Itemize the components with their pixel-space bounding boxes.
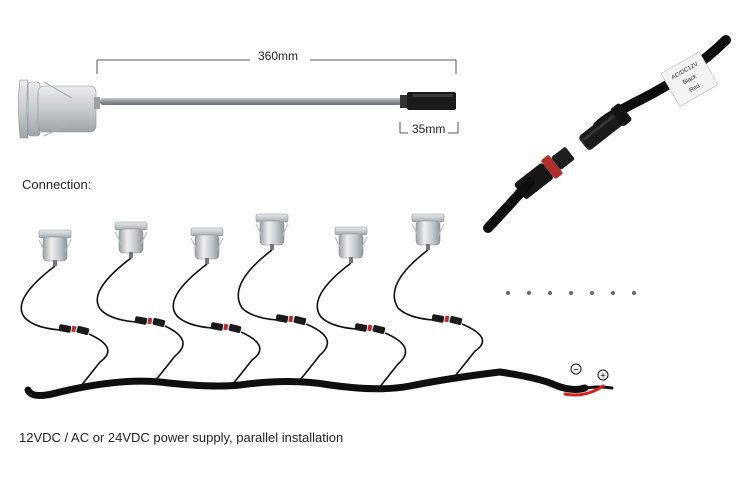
dc-connector [400, 92, 456, 110]
light-drop-wire [231, 331, 261, 386]
connector-seal [444, 315, 450, 323]
cable [100, 98, 402, 105]
spring-clip [114, 231, 148, 245]
connector-length-dimension [399, 122, 459, 134]
spring-clip [411, 223, 445, 237]
spring-clip [255, 223, 289, 237]
svg-text:−: − [573, 365, 579, 376]
connector-length-label: 35mm [412, 122, 446, 136]
light-lead-wire [316, 262, 357, 330]
connector-seal [71, 325, 77, 333]
svg-text:+: + [600, 371, 606, 382]
overall-length-label: 360mm [258, 49, 299, 63]
cable-gland [129, 252, 133, 258]
inline-connector [449, 315, 463, 326]
continuation-dots [506, 291, 636, 295]
spotlight-body [194, 234, 220, 260]
spotlight-unit [96, 221, 184, 382]
cable-gland [426, 244, 430, 250]
female-connector [579, 103, 632, 150]
spotlight-unit [20, 229, 109, 388]
cable-gland [53, 260, 57, 266]
cable-gland [205, 258, 209, 264]
product-drawing [18, 59, 459, 139]
connection-diagram: − + [20, 213, 636, 399]
inline-connector [76, 325, 90, 336]
inline-connector [152, 317, 166, 328]
light-drop-wire [79, 333, 109, 388]
spotlight-body [118, 228, 144, 254]
spotlight-unit [316, 226, 407, 390]
light-drop-wire [154, 325, 184, 382]
positive-terminal: + [597, 369, 609, 382]
svg-text:Red: Red [689, 83, 702, 94]
light-lead-wire [20, 265, 61, 331]
light-lead-wire [96, 257, 137, 323]
cable-gland [349, 257, 353, 263]
spring-clip [190, 237, 224, 251]
spring-clip [334, 236, 368, 250]
inline-connector [58, 324, 72, 333]
connector-seal [147, 317, 153, 325]
negative-terminal: − [570, 363, 582, 376]
positive-lead [563, 384, 605, 397]
spotlight-unit [172, 227, 261, 386]
spotlight-body [42, 236, 68, 262]
inline-connector [293, 315, 307, 326]
connection-title: Connection: [22, 177, 92, 192]
spotlight-unit [393, 213, 484, 377]
connector-seal [367, 324, 373, 332]
inline-connector [372, 324, 386, 335]
spring-clip [38, 239, 72, 253]
inline-connector [228, 323, 242, 334]
light-lead-wire [237, 249, 278, 321]
cable-gland [270, 244, 274, 250]
spotlight-side-view [18, 79, 100, 139]
inline-connector [354, 323, 368, 332]
light-drop-wire [299, 323, 329, 381]
inline-connector [210, 322, 224, 331]
installation-caption: 12VDC / AC or 24VDC power supply, parall… [19, 430, 344, 445]
light-drop-wire [377, 332, 407, 390]
spotlight-body [415, 220, 441, 246]
inline-connector [275, 314, 289, 323]
connector-seal [288, 315, 294, 323]
connector-seal [223, 323, 229, 331]
spotlight-body [338, 233, 364, 259]
overall-length-dimension [96, 59, 457, 74]
connector-closeup: AC/DC12V Black Red [483, 35, 731, 233]
light-drop-wire [454, 323, 484, 377]
inline-connector [134, 316, 148, 325]
spotlight-body [259, 220, 285, 246]
polarity-tag: AC/DC12V Black Red [660, 51, 719, 107]
spotlight-unit [237, 213, 329, 381]
inline-connector [431, 314, 445, 323]
light-lead-wire [393, 249, 434, 321]
light-lead-wire [172, 263, 213, 329]
main-power-cable [24, 368, 589, 399]
